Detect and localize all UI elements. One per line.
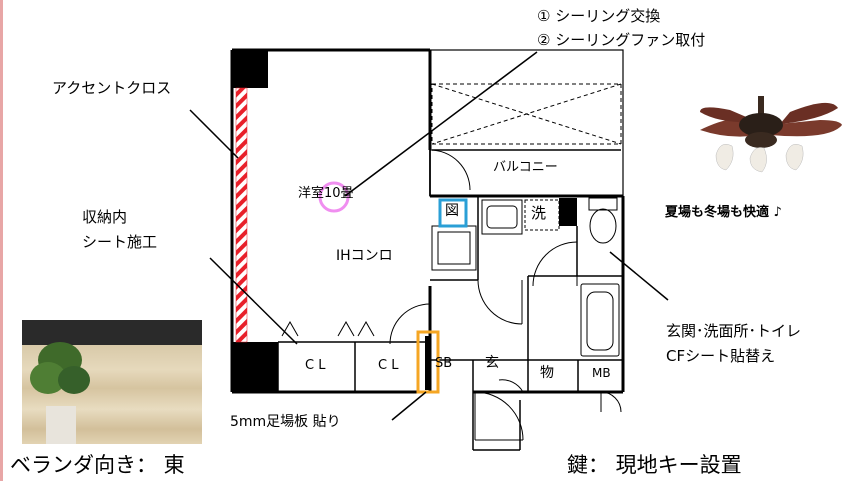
door-swings [389, 241, 622, 441]
annotation-fan-caption: 夏場も冬場も快適 ♪ [665, 205, 782, 220]
page-left-border [0, 0, 3, 481]
annotation-ih-stove: IHコンロ [336, 248, 393, 264]
room-washer: 洗 [531, 204, 547, 222]
annotation-ceiling-2: ② シーリングファン取付 [537, 31, 706, 49]
annotation-entrance-1: 玄関･洗面所･トイレ [666, 322, 802, 340]
room-balcony: バルコニー [493, 160, 558, 175]
balcony-door-swing [429, 149, 471, 191]
column-mid [559, 198, 577, 226]
column-bottom-left [232, 342, 278, 392]
room-storage: 物 [540, 365, 554, 381]
board-box [416, 330, 440, 394]
plant-icon [30, 342, 90, 444]
fridge-box [438, 198, 468, 228]
room-closet-1: C L [305, 358, 326, 373]
room-fridge: 図 [445, 203, 459, 219]
annotation-accent-cloth: アクセントクロス [52, 79, 172, 97]
ceiling-fan-image [700, 96, 842, 173]
annotation-scaffold-board: 5mm足場板 貼り [230, 414, 341, 430]
footer-key: 鍵： 現地キー設置 [567, 453, 742, 477]
highlight-circle [318, 181, 350, 213]
leader-lines [189, 51, 669, 421]
annotation-storage-1: 収納内 [82, 208, 128, 226]
room-closet-2: C L [378, 358, 399, 373]
washbasin [481, 199, 523, 235]
accent-cloth-wall [235, 87, 248, 343]
closet-hanger-marks [281, 320, 375, 337]
bathtub [580, 283, 620, 357]
room-western: 洋室10畳 [298, 186, 354, 201]
annotation-ceiling-1: ① シーリング交換 [537, 7, 661, 25]
column-top-left [232, 50, 268, 88]
annotation-entrance-2: CFシート貼替え [666, 347, 776, 365]
kitchen-counter [431, 225, 477, 271]
washing-machine-space [524, 199, 560, 231]
annotation-storage-2: シート施工 [82, 233, 158, 251]
entrance-walls [472, 360, 579, 451]
room-genkan: 玄 [485, 355, 499, 371]
toilet [588, 197, 618, 244]
footer-veranda: ベランダ向き： 東 [10, 453, 185, 477]
room-sb: SB [435, 356, 453, 371]
room-mb: MB [592, 366, 611, 380]
balcony [429, 49, 624, 197]
wood-wall-photo [22, 320, 202, 444]
